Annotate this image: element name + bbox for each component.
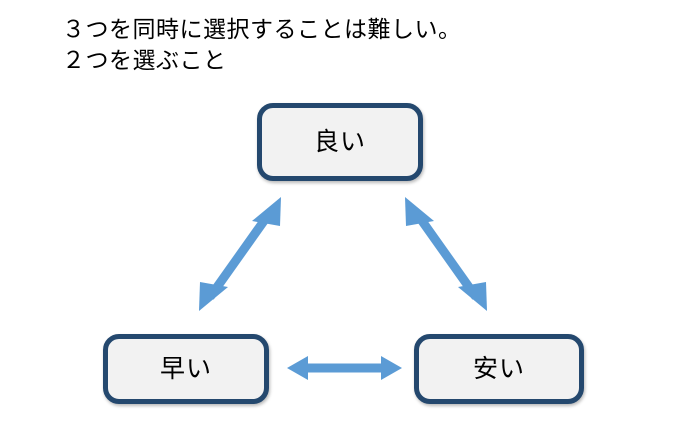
title-line-1: ３つを同時に選択することは難しい。: [62, 16, 462, 42]
node-box-good[interactable]: 良い: [257, 103, 423, 181]
connector-fast-cheap-shape: [287, 356, 402, 380]
node-box-fast[interactable]: 早い: [103, 334, 269, 404]
connector-good-cheap-shape: [405, 197, 487, 311]
node-box-cheap[interactable]: 安い: [414, 334, 584, 404]
slide-title: ３つを同時に選択することは難しい。 ２つを選ぶこと: [62, 14, 622, 76]
connector-good-fast-shape: [199, 197, 281, 311]
node-label-fast: 早い: [159, 354, 212, 383]
node-label-good: 良い: [313, 127, 366, 156]
title-line-2: ２つを選ぶこと: [62, 47, 227, 74]
node-label-cheap: 安い: [472, 354, 525, 383]
